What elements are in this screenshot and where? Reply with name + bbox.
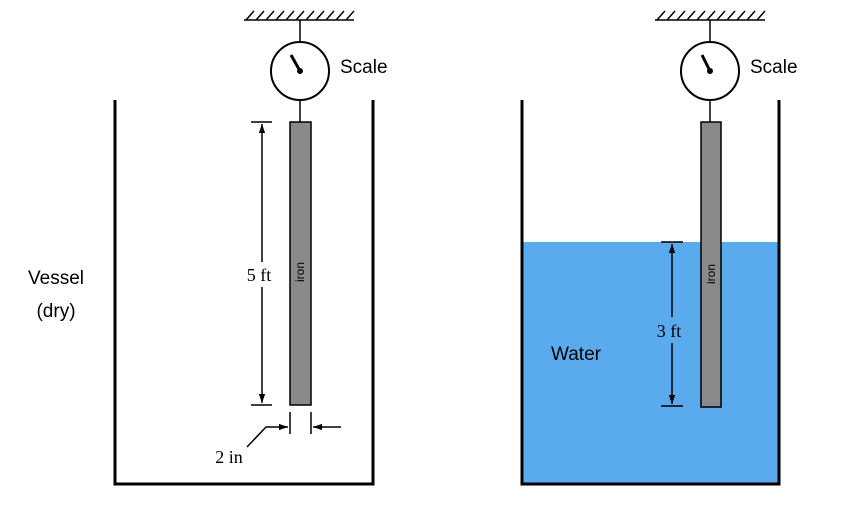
right-scale-dial-icon <box>680 41 740 101</box>
width-dimension-label: 2 in <box>215 447 243 467</box>
right-setup: Scale iron Water 3 ft <box>520 10 798 486</box>
right-rod-label: iron <box>704 264 718 284</box>
vessel-label-line1: Vessel <box>28 268 84 289</box>
depth-dimension-arrow-icon <box>661 241 683 407</box>
right-scale-label: Scale <box>750 57 798 78</box>
right-ceiling-hatch-icon <box>655 10 766 21</box>
depth-dimension-label: 3 ft <box>657 321 682 341</box>
left-iron-rod <box>289 121 312 406</box>
left-ceiling-hatch-icon <box>244 10 355 21</box>
left-scale-dial-icon <box>270 41 330 101</box>
length-dimension-label: 5 ft <box>247 265 272 285</box>
water-label: Water <box>551 344 602 365</box>
length-dimension-arrow-icon <box>251 121 272 406</box>
left-rod-label: iron <box>293 262 307 282</box>
vessel-label-line2: (dry) <box>36 301 75 322</box>
left-scale-label: Scale <box>340 57 388 78</box>
water-body <box>522 242 779 484</box>
right-iron-rod <box>700 121 722 408</box>
width-dimension-arrow-icon <box>246 412 341 448</box>
left-setup: Scale iron Vessel (dry) 5 ft 2 in <box>28 10 388 486</box>
left-vessel <box>113 100 375 486</box>
right-vessel <box>520 100 781 486</box>
